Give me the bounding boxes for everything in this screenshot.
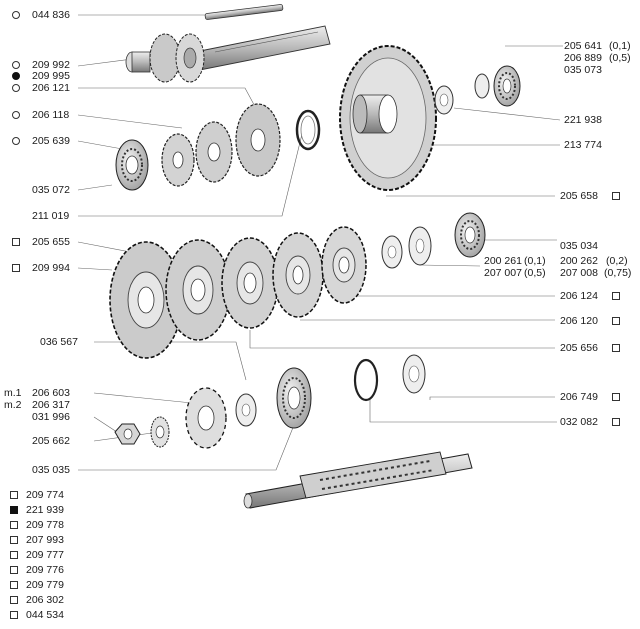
bearing-035072-part [115, 139, 149, 191]
list-item: 209 779 [26, 579, 64, 591]
label-205641: 205 641 [564, 40, 602, 52]
label-206120: 206 120 [560, 315, 598, 327]
marker-206120 [612, 317, 620, 325]
label-200261-size: (0,1) [524, 255, 546, 267]
gear-206118-part [195, 121, 233, 183]
sprocket-206603-part [185, 387, 227, 449]
label-207007: 207 007 [484, 267, 522, 279]
shim-205641-part [474, 73, 490, 99]
nut-205662-part [114, 423, 141, 445]
label-206121: 206 121 [32, 82, 70, 94]
label-032082: 032 082 [560, 416, 598, 428]
list-item: 209 777 [26, 549, 64, 561]
label-206603: 206 603 [32, 387, 70, 399]
label-200261: 200 261 [484, 255, 522, 267]
label-m1: m.1 [4, 387, 22, 399]
label-200262: 200 262 [560, 255, 598, 267]
marker-list-4 [10, 551, 18, 559]
leader-lines [77, 14, 563, 471]
label-209995: 209 995 [32, 70, 70, 82]
label-207007-size: (0,5) [524, 267, 546, 279]
marker-list-1 [10, 506, 18, 514]
label-031996: 031 996 [32, 411, 70, 423]
label-206124: 206 124 [560, 290, 598, 302]
marker-206121 [12, 84, 20, 92]
marker-list-7 [10, 596, 18, 604]
large-gear-part [339, 45, 437, 191]
marker-list-0 [10, 491, 18, 499]
label-044836: 044 836 [32, 9, 70, 21]
marker-209995 [12, 72, 20, 80]
marker-206118 [12, 111, 20, 119]
label-035035: 035 035 [32, 464, 70, 476]
circlip-032082-part [353, 358, 379, 402]
marker-209992 [12, 61, 20, 69]
label-205641-size: (0,1) [609, 40, 631, 52]
label-036567: 036 567 [40, 336, 78, 348]
label-205662: 205 662 [32, 435, 70, 447]
label-200262-size: (0,2) [606, 255, 628, 267]
marker-044836 [12, 11, 20, 19]
marker-list-8 [10, 611, 18, 619]
label-205639: 205 639 [32, 135, 70, 147]
marker-list-2 [10, 521, 18, 529]
list-item: 207 993 [26, 534, 64, 546]
list-item: 044 534 [26, 609, 64, 621]
label-205658: 205 658 [560, 190, 598, 202]
input-shaft-part [125, 25, 331, 83]
list-item: 209 776 [26, 564, 64, 576]
marker-205639 [12, 137, 20, 145]
label-211019: 211 019 [32, 210, 70, 222]
marker-list-3 [10, 536, 18, 544]
spring-ring-part [295, 109, 321, 151]
bearing-035034-part [454, 212, 486, 258]
label-207008-size: (0,75) [604, 267, 632, 279]
output-shaft-part [243, 451, 473, 509]
label-209994: 209 994 [32, 262, 70, 274]
marker-206749 [612, 393, 620, 401]
label-035073: 035 073 [564, 64, 602, 76]
gear-206121-part [235, 103, 281, 177]
label-207008: 207 008 [560, 267, 598, 279]
marker-206124 [612, 292, 620, 300]
label-206749: 206 749 [560, 391, 598, 403]
label-206118: 206 118 [32, 109, 70, 121]
list-item: 209 774 [26, 489, 64, 501]
lock-washer-part [150, 416, 170, 448]
label-206889: 206 889 [564, 52, 602, 64]
marker-205658 [612, 192, 620, 200]
gear-205639-part [161, 133, 195, 187]
label-206889-size: (0,5) [609, 52, 631, 64]
label-213774: 213 774 [564, 139, 602, 151]
label-209992: 209 992 [32, 59, 70, 71]
bearing-035035-part [276, 367, 312, 429]
label-205656: 205 656 [560, 342, 598, 354]
bearing-035073-part [493, 65, 521, 107]
label-205655: 205 655 [32, 236, 70, 248]
label-206317: 206 317 [32, 399, 70, 411]
pin-part [204, 4, 284, 20]
list-item: 206 302 [26, 594, 64, 606]
label-m2: m.2 [4, 399, 22, 411]
label-221938: 221 938 [564, 114, 602, 126]
marker-032082 [612, 418, 620, 426]
marker-list-6 [10, 581, 18, 589]
marker-205655 [12, 238, 20, 246]
list-item: 221 939 [26, 504, 64, 516]
gear-cluster-part [109, 226, 367, 359]
marker-205656 [612, 344, 620, 352]
label-035072: 035 072 [32, 184, 70, 196]
marker-list-5 [10, 566, 18, 574]
label-035034: 035 034 [560, 240, 598, 252]
list-item: 209 778 [26, 519, 64, 531]
marker-209994 [12, 264, 20, 272]
